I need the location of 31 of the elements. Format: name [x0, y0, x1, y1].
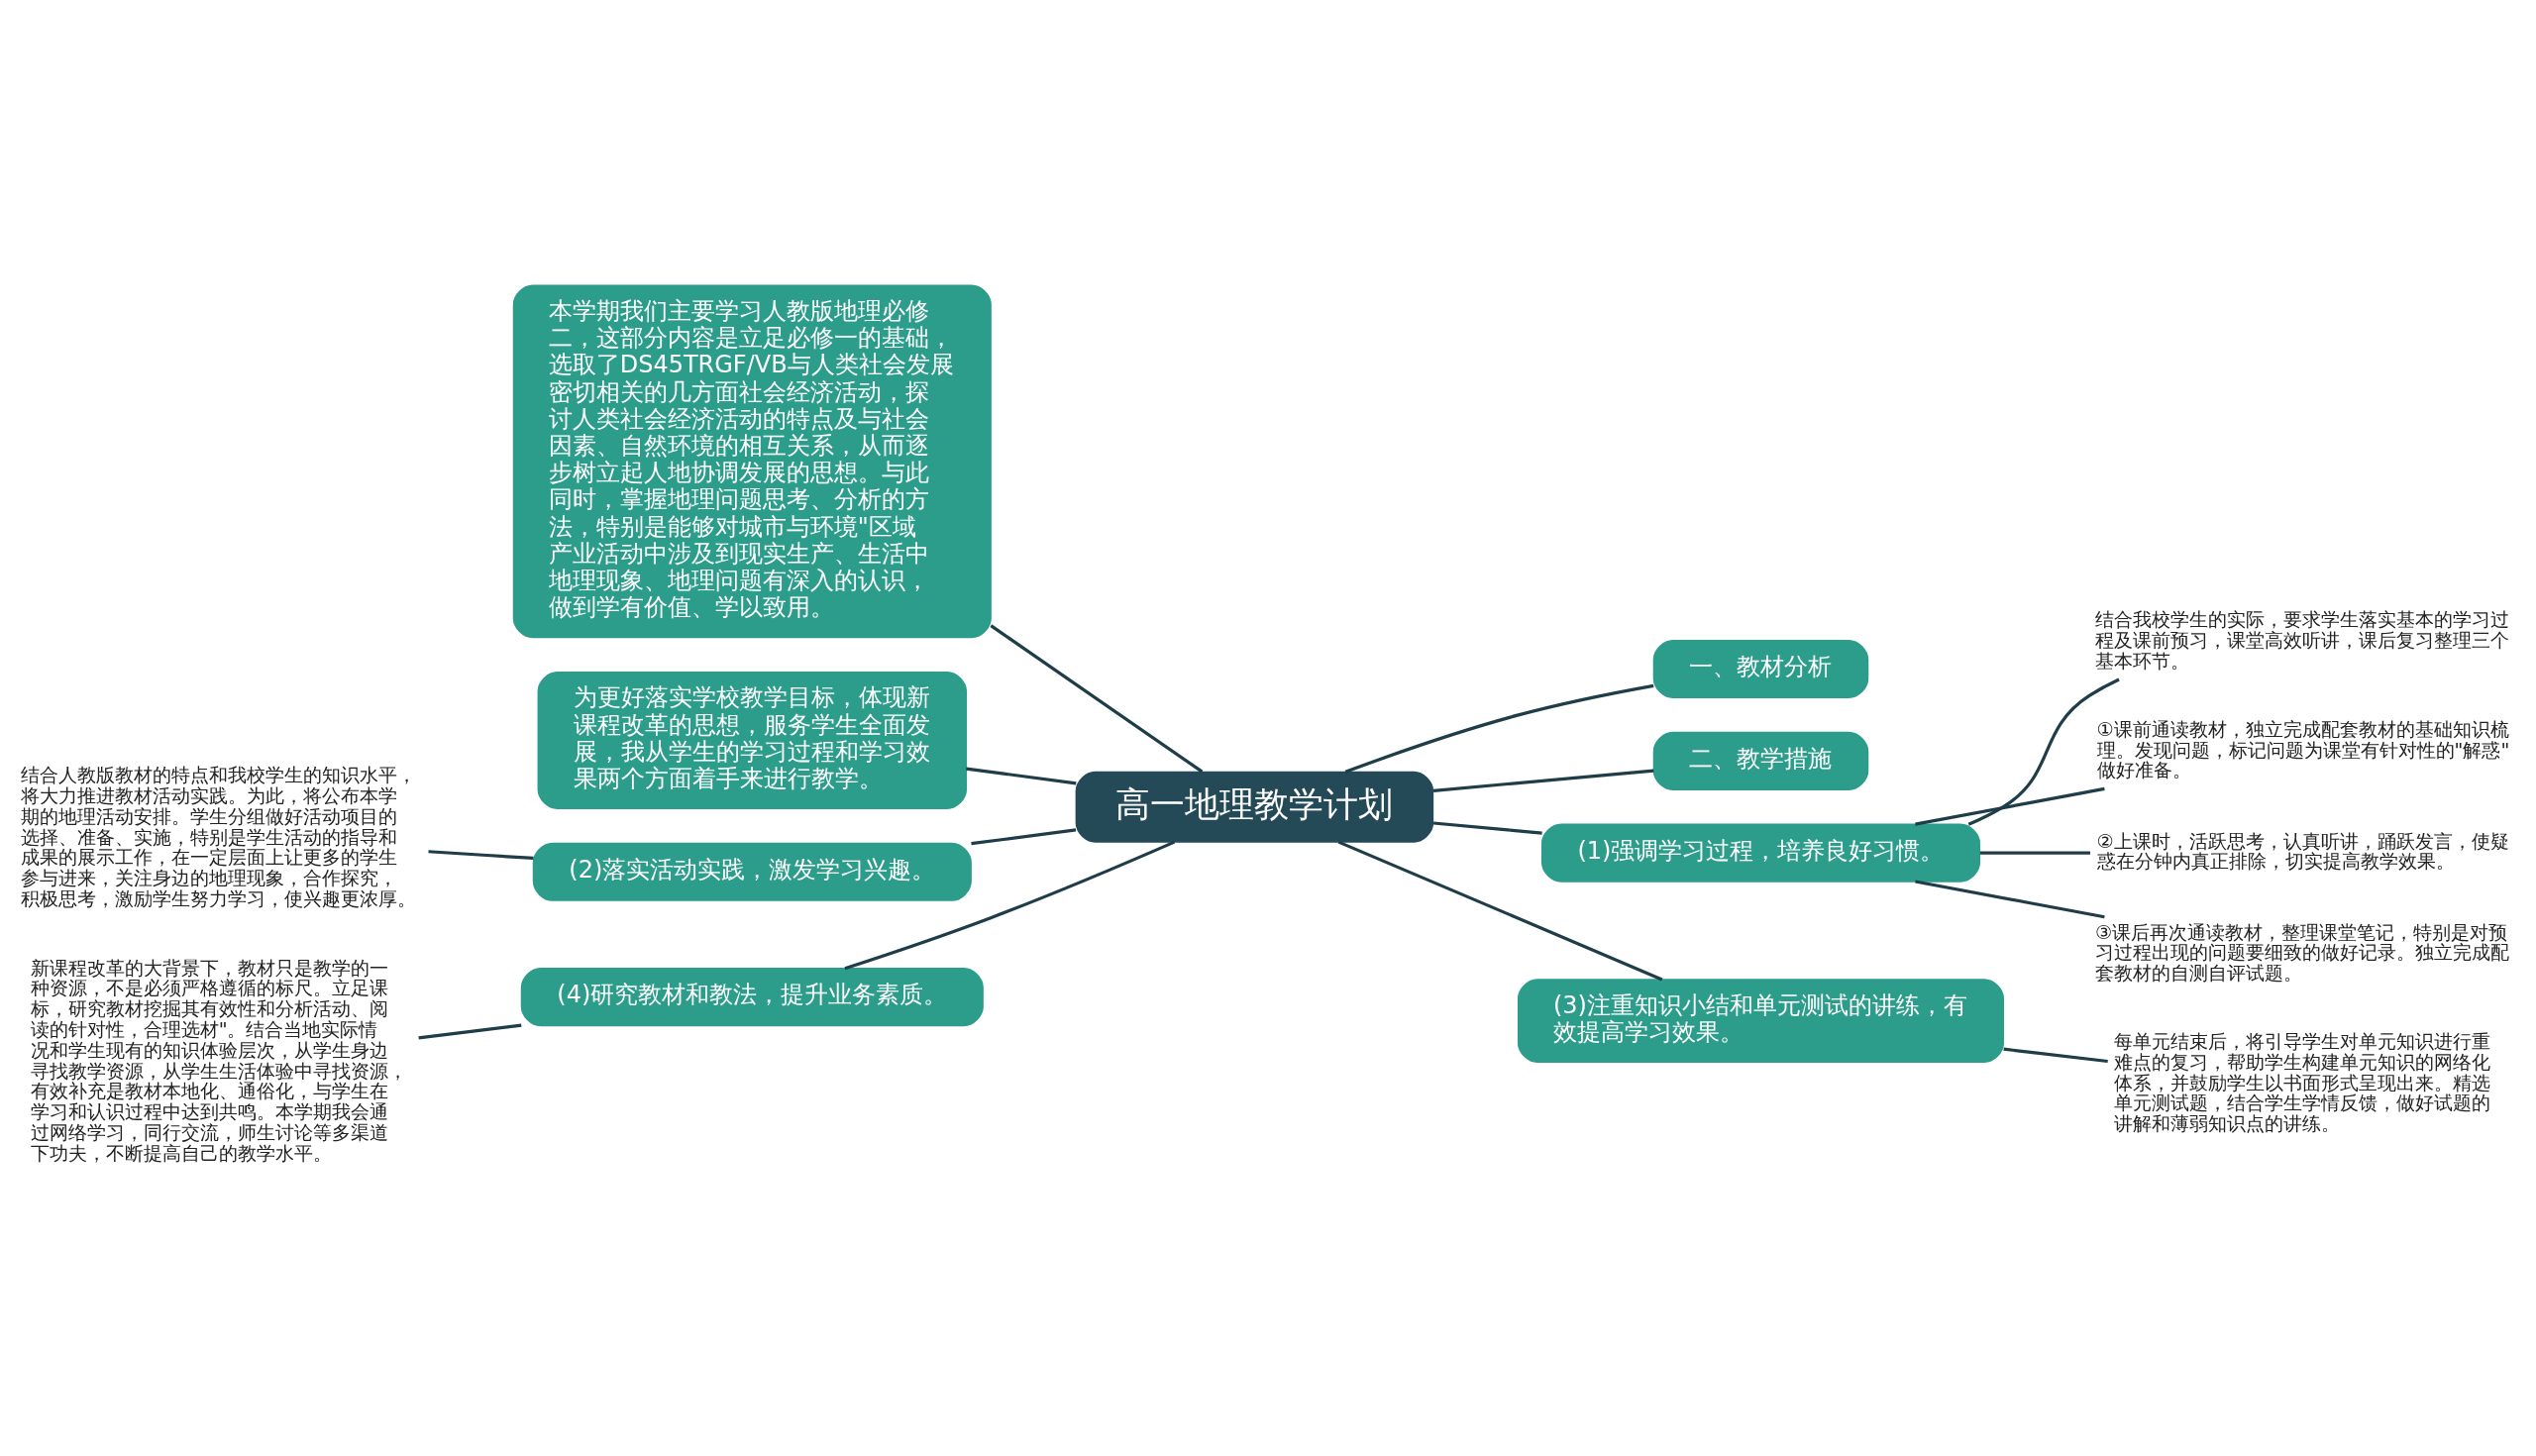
- connector: [1432, 820, 1542, 835]
- connector: [966, 767, 1077, 784]
- node-box: (2)落实活动实践，激发学习兴趣。: [532, 842, 972, 901]
- connector: [971, 827, 1077, 845]
- connector: [2003, 1047, 2108, 1063]
- connector: [1979, 850, 2090, 855]
- node-text: 新课程改革的大背景下，教材只是教学的一种资源，不是必须严格遵循的标尺。立足课标，研究教材挖掘其有效性和分析活动、阅读的针对性，合理选材"。结合当地实际情况和学生现有的知识体验层次，从学生身边寻找教学资源，从学生生活体验中寻找资源，有效补充是教材本地化、通俗化，与学生在学习和认识过程中达到共鸣。本学期我会通过网络学习，同行交流，师生讨论等多渠道下功夫，不断提高自己的教学水平。: [30, 956, 407, 1165]
- node-text: ①课前通读教材，独立完成配套教材的基础知识梳理。发现问题，标记问题为课堂有针对性的"解惑"做好准备。: [2096, 717, 2510, 781]
- connector: [1337, 840, 1663, 981]
- connector: [1915, 879, 2105, 918]
- connector: [990, 623, 1204, 773]
- node-box: (4)研究教材和教法，提升业务素质。: [520, 967, 984, 1026]
- node-text: ③课后再次通读教材，整理课堂笔记，特别是对预习过程出现的问题要细致的做好记录。独立完成配套教材的自测自评试题。: [2095, 920, 2510, 985]
- node-box: (1)强调学习过程，培养良好习惯。: [1540, 823, 1981, 883]
- connector: [1915, 786, 2105, 826]
- connector: [844, 840, 1176, 970]
- connector: [1344, 683, 1654, 774]
- node-text: 每单元结束后，将引导学生对单元知识进行重难点的复习，帮助学生构建单元知识的网络化体系，并鼓励学生以书面形式呈现出来。精选单元测试题，结合学生学情反馈，做好试题的讲解和薄弱知识点的讲练。: [2114, 1029, 2491, 1135]
- node-box: 本学期我们主要学习人教版地理必修二，这部分内容是立足必修一的基础，选取了DS45TRGF/VB与人类社会发展密切相关的几方面社会经济活动，探讨人类社会经济活动的特点及与社会因素、自然环境的相互关系，从而逐步树立起人地协调发展的思想。与此同时，掌握地理问题思考、分析的方法，特别是能够对城市与环境"区域产业活动中涉及到现实生产、生活中地理现象、地理问题有深入的认识，做到学有价值、学以致用。: [512, 284, 992, 638]
- node-text: ②上课时，活跃思考，认真听讲，踊跃发言，使疑惑在分钟内真正排除，切实提高教学效果。: [2096, 829, 2509, 873]
- node-box: 二、教学措施: [1652, 731, 1869, 790]
- connector: [1432, 768, 1654, 792]
- node-box: 一、教材分析: [1652, 639, 1869, 698]
- connector: [418, 1023, 522, 1039]
- connector: [1967, 677, 2120, 826]
- node-text: 结合人教版教材的特点和我校学生的知识水平，将大力推进教材活动实践。为此，将公布本学期的地理活动安排。学生分组做好活动项目的选择、准备、实施，特别是学生活动的指导和成果的展示工作，在一定层面上让更多的学生参与进来，关注身边的地理现象，合作探究，积极思考，激励学生努力学习，使兴趣更浓厚。: [21, 763, 417, 910]
- node-box: (3)注重知识小结和单元测试的讲练，有效提高学习效果。: [1517, 978, 2005, 1063]
- node-text: 结合我校学生的实际，要求学生落实基本的学习过程及课前预习，课堂高效听讲，课后复习整理三个基本环节。: [2095, 607, 2510, 673]
- node-box: 高一地理教学计划: [1075, 771, 1434, 843]
- node-box: 为更好落实学校教学目标，体现新课程改革的思想，服务学生全面发展，我从学生的学习过程和学习效果两个方面着手来进行教学。: [537, 671, 968, 809]
- connector: [428, 849, 534, 860]
